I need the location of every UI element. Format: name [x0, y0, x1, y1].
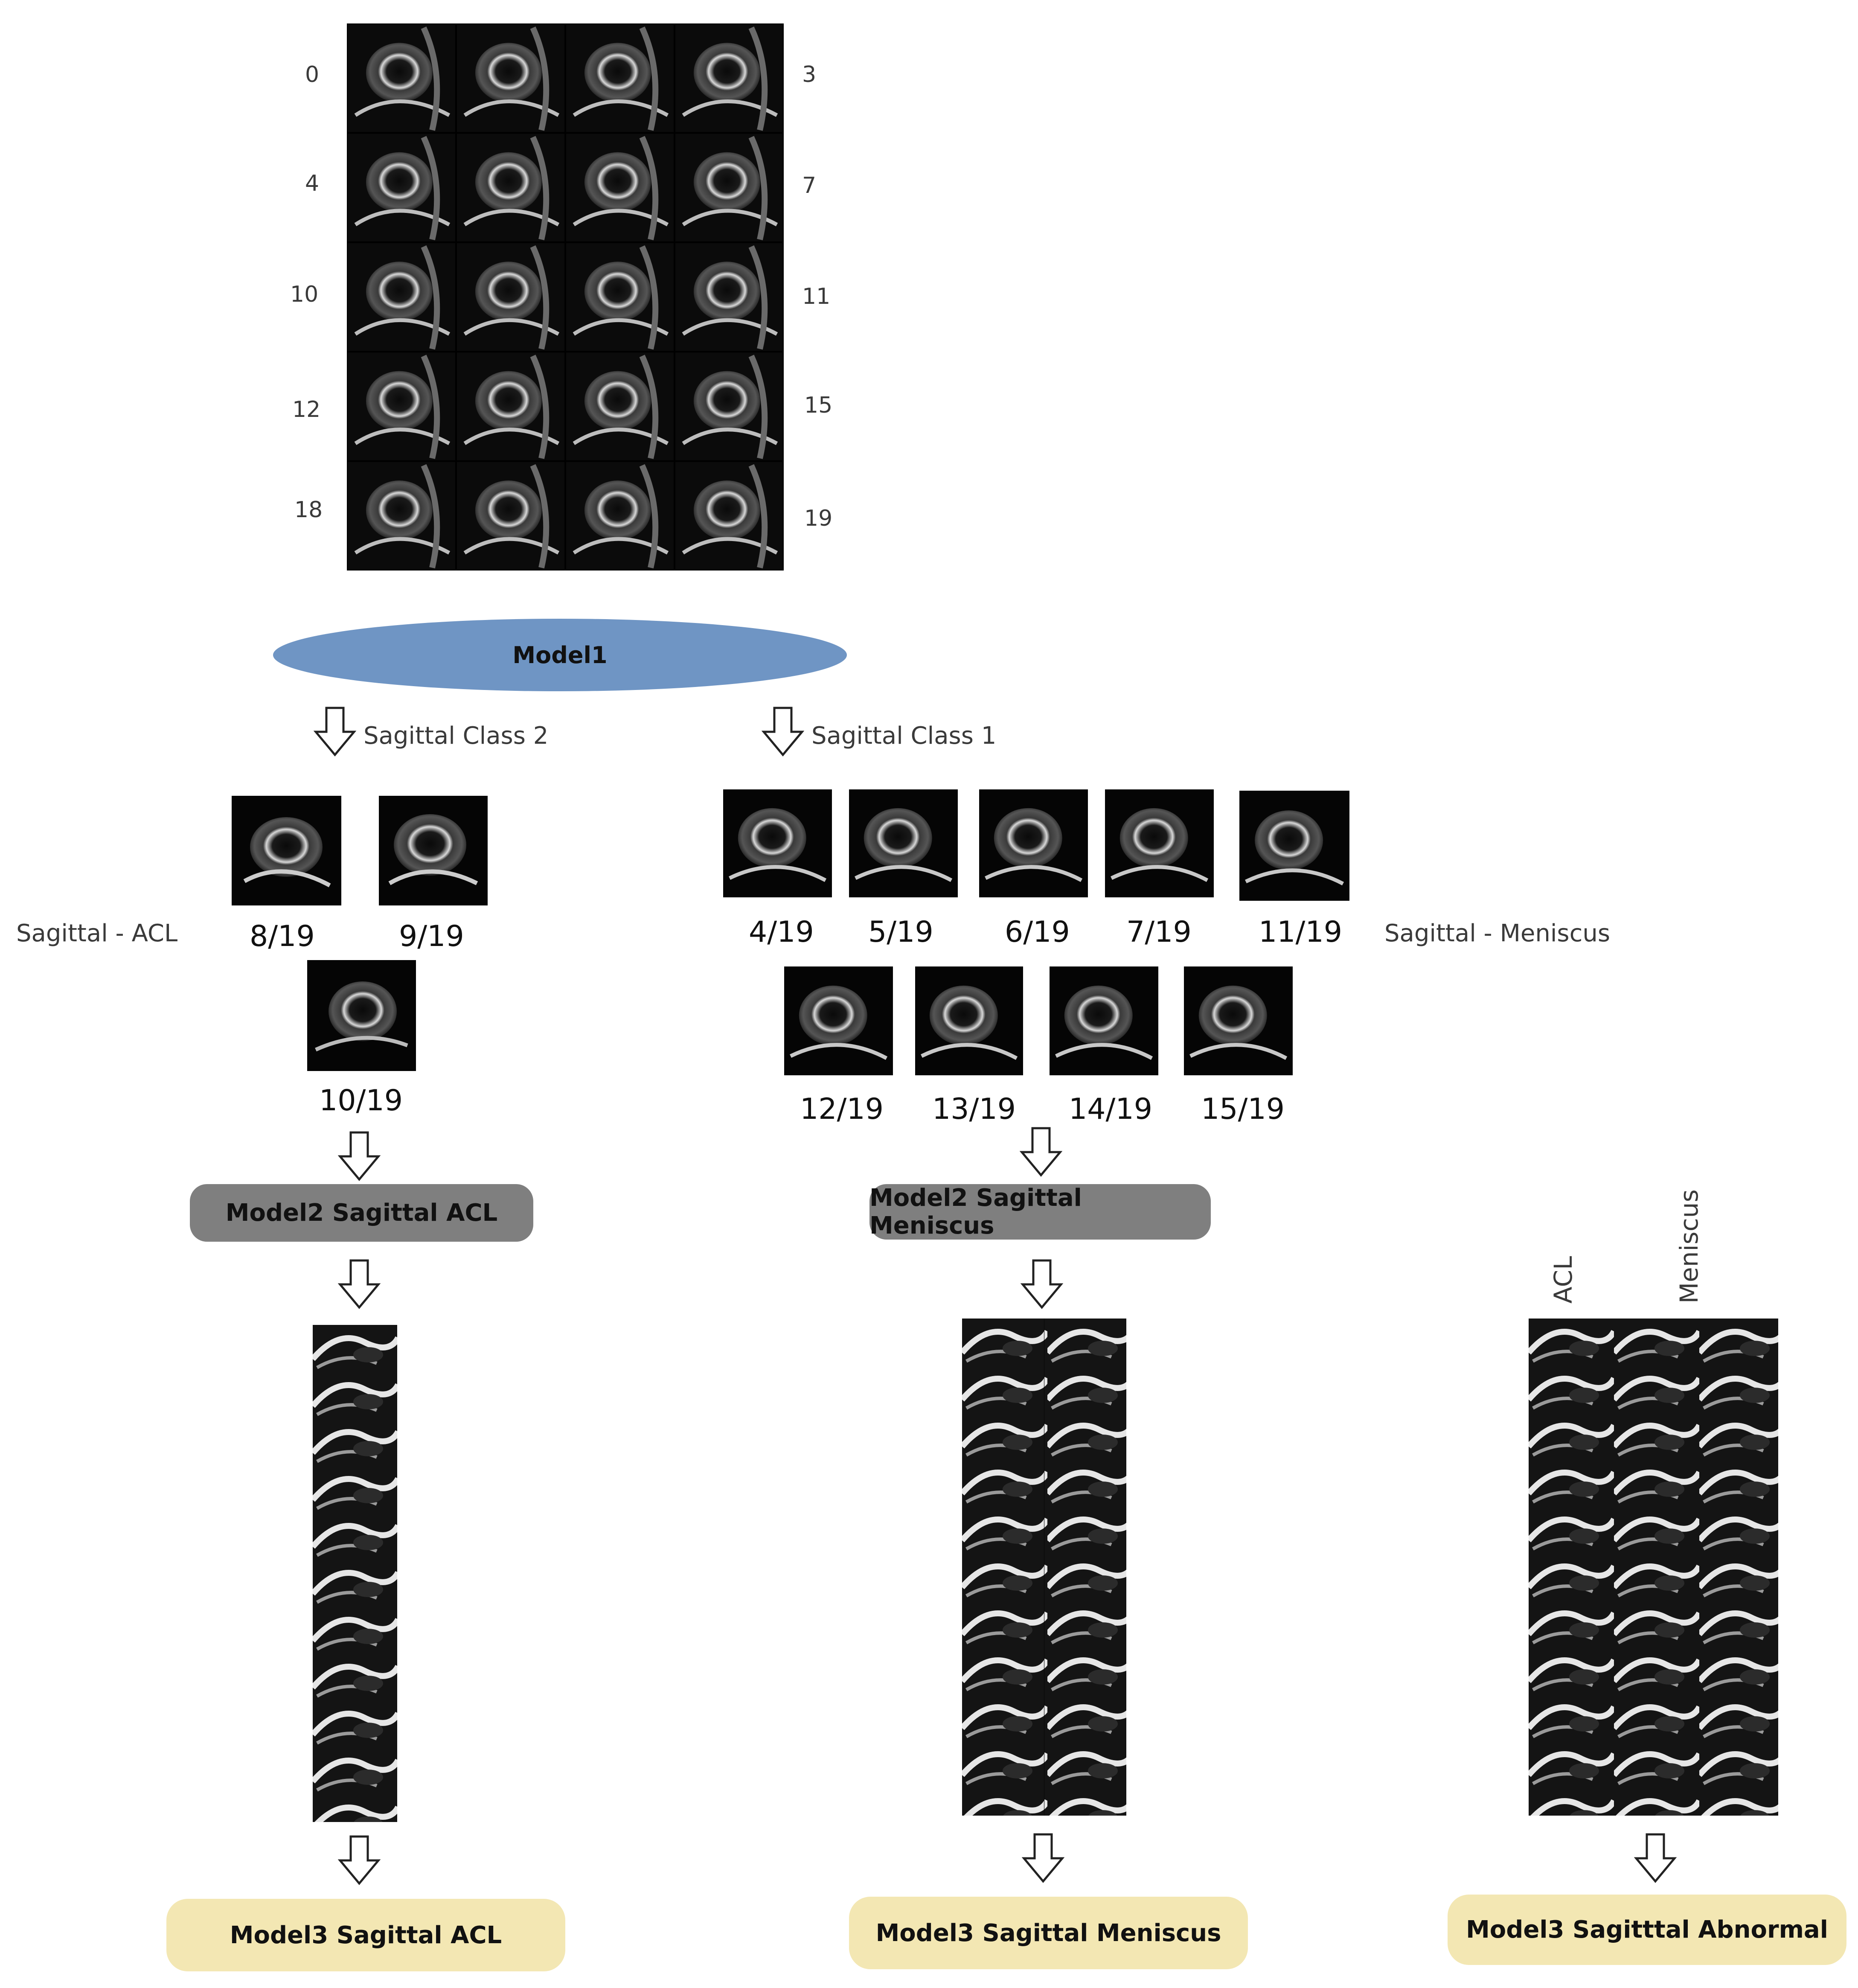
mri-thumbnail — [915, 966, 1023, 1075]
mri-grid-cell — [348, 352, 455, 460]
acl-slice-label: 9/19 — [399, 920, 464, 953]
down-arrow-icon — [338, 1259, 381, 1310]
mri-grid-cell — [348, 134, 455, 242]
grid-right-label: 3 — [802, 62, 817, 87]
mri-grid-cell — [566, 352, 674, 460]
meniscus-slice-label: 5/19 — [868, 915, 933, 949]
mri-thumbnail — [979, 789, 1088, 897]
mri-grid-cell — [566, 462, 674, 570]
down-arrow-icon — [338, 1131, 381, 1182]
model1-node: Model1 — [273, 619, 847, 691]
model3-abnormal-node: Model3 Sagitttal Abnormal — [1448, 1895, 1846, 1965]
grid-left-label: 18 — [294, 497, 323, 523]
branch-label-class2: Sagittal Class 2 — [363, 722, 549, 750]
meniscus-slice-label: 15/19 — [1201, 1092, 1285, 1126]
grid-right-label: 11 — [802, 284, 831, 309]
mri-thumbnail — [1239, 791, 1349, 901]
acl-side-label: Sagittal - ACL — [16, 920, 178, 947]
mri-grid-cell — [675, 24, 783, 132]
meniscus-slice-label: 4/19 — [749, 915, 814, 949]
meniscus-slice-label: 14/19 — [1069, 1092, 1152, 1126]
meniscus-side-label: Sagittal - Meniscus — [1384, 920, 1611, 947]
down-arrow-icon — [1022, 1833, 1064, 1884]
mri-grid-cell — [457, 462, 564, 570]
model3-acl-label: Model3 Sagittal ACL — [230, 1921, 502, 1949]
model3-abnormal-label: Model3 Sagitttal Abnormal — [1466, 1916, 1828, 1944]
mri-grid-cell — [675, 134, 783, 242]
branch-label-class1: Sagittal Class 1 — [811, 722, 997, 750]
mri-grid-cell — [566, 243, 674, 351]
down-arrow-icon — [338, 1835, 381, 1886]
abnormal-stack-label-acl: ACL — [1549, 1256, 1578, 1304]
model2-acl-node: Model2 Sagittal ACL — [190, 1184, 533, 1242]
down-arrow-icon — [762, 706, 804, 757]
mri-thumbnail — [379, 796, 488, 905]
mri-slice-grid — [347, 23, 784, 570]
model1-label: Model1 — [512, 641, 608, 669]
meniscus-slice-label: 6/19 — [1005, 915, 1070, 949]
down-arrow-icon — [1020, 1126, 1062, 1178]
mri-grid-cell — [457, 243, 564, 351]
grid-left-label: 12 — [292, 397, 321, 422]
mri-grid-cell — [348, 24, 455, 132]
acl-slice-label: 8/19 — [250, 920, 315, 953]
meniscus-slice-stack — [962, 1319, 1126, 1816]
grid-left-label: 10 — [290, 282, 319, 307]
abnormal-stack-label-meniscus: Meniscus — [1675, 1189, 1704, 1304]
model2-acl-label: Model2 Sagittal ACL — [225, 1199, 498, 1227]
mri-grid-cell — [348, 243, 455, 351]
mri-thumbnail — [849, 789, 958, 897]
grid-right-label: 15 — [804, 393, 833, 418]
acl-slice-stack — [313, 1325, 397, 1822]
acl-slice-label: 10/19 — [319, 1084, 403, 1118]
mri-grid-cell — [675, 352, 783, 460]
grid-left-label: 0 — [305, 62, 320, 87]
meniscus-slice-label: 11/19 — [1259, 915, 1342, 949]
mri-thumbnail — [1184, 966, 1293, 1075]
down-arrow-icon — [314, 706, 356, 757]
model3-acl-node: Model3 Sagittal ACL — [166, 1899, 565, 1971]
mri-thumbnail — [1050, 966, 1158, 1075]
model3-meniscus-node: Model3 Sagittal Meniscus — [849, 1897, 1248, 1969]
mri-grid-cell — [348, 462, 455, 570]
mri-thumbnail — [723, 789, 832, 897]
mri-thumbnail — [307, 960, 416, 1071]
grid-left-label: 4 — [305, 171, 320, 196]
mri-thumbnail — [232, 796, 341, 905]
abnormal-slice-stack — [1529, 1319, 1778, 1816]
mri-grid-cell — [457, 24, 564, 132]
model2-meniscus-label: Model2 Sagittal Meniscus — [869, 1184, 1082, 1240]
mri-thumbnail — [1105, 789, 1214, 897]
mri-grid-cell — [566, 134, 674, 242]
mri-grid-cell — [457, 134, 564, 242]
down-arrow-icon — [1021, 1259, 1063, 1310]
meniscus-slice-label: 13/19 — [932, 1092, 1016, 1126]
mri-grid-image — [348, 24, 783, 570]
down-arrow-icon — [1634, 1833, 1677, 1884]
mri-grid-cell — [566, 24, 674, 132]
meniscus-slice-label: 12/19 — [800, 1092, 884, 1126]
mri-thumbnail — [784, 966, 893, 1075]
mri-grid-cell — [457, 352, 564, 460]
model3-meniscus-label: Model3 Sagittal Meniscus — [875, 1919, 1221, 1947]
mri-grid-cell — [675, 462, 783, 570]
grid-right-label: 19 — [804, 506, 833, 531]
mri-grid-cell — [675, 243, 783, 351]
meniscus-slice-label: 7/19 — [1126, 915, 1192, 949]
grid-right-label: 7 — [802, 173, 817, 198]
model2-meniscus-node: Model2 Sagittal Meniscus — [869, 1184, 1211, 1240]
